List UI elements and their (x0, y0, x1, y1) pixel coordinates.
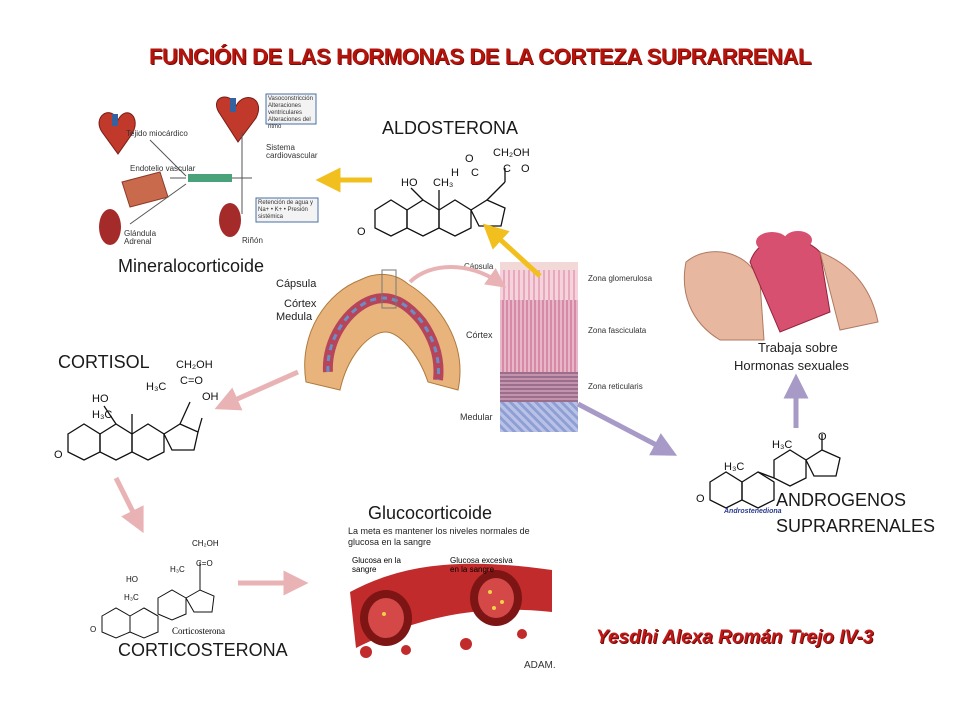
corticosterone-structure: O HO H₃C H₃C CH₂OH C=O (90, 539, 219, 639)
kidney-icon (99, 209, 121, 245)
svg-text:H₃C: H₃C (170, 565, 185, 574)
renal-box-label: Retención de agua y Na+ • K+ • Presión s… (258, 200, 314, 220)
adrenal-histology (500, 262, 578, 432)
arrow-gland-to-cortisol (214, 369, 300, 411)
androgenos-line2: SUPRARRENALES (776, 516, 936, 536)
svg-text:C: C (503, 163, 511, 175)
sistema-label: Sistema cardiovascular (266, 143, 318, 160)
gland-medula-label: Medula (276, 311, 313, 323)
svg-text:H₃C: H₃C (772, 439, 792, 451)
androgenos-line1: ANDROGENOS (776, 490, 907, 510)
effects-box-label: Vasoconstricción Alteraciones ventricula… (268, 96, 313, 130)
svg-text:C: C (471, 167, 479, 179)
cortisol-label: CORTISOL (58, 352, 150, 372)
svg-text:H₃C: H₃C (92, 409, 112, 421)
glucose-excess-label: Glucosa excesiva en la sangre (450, 556, 513, 574)
gland-cortex-label: Córtex (284, 298, 317, 310)
svg-text:OH: OH (202, 391, 219, 403)
svg-text:O: O (818, 431, 827, 443)
svg-text:CH₂OH: CH₂OH (192, 539, 219, 548)
zona-reticularis-label: Zona reticularis (588, 382, 643, 391)
adam-credit: ADAM. (524, 660, 556, 671)
glucose-goal-text: La meta es mantener los niveles normales… (348, 526, 530, 547)
svg-text:H₃C: H₃C (146, 381, 166, 393)
zona-glomerulosa-label: Zona glomerulosa (588, 274, 653, 283)
svg-text:HO: HO (126, 575, 138, 584)
svg-text:O: O (696, 493, 705, 505)
kidney-icon (219, 203, 241, 237)
svg-text:O: O (521, 163, 530, 175)
corticosterona-label: CORTICOSTERONA (118, 640, 288, 660)
corticosterone-caption: Corticosterona (172, 626, 225, 636)
tejido-label: Tejido miocárdico (126, 129, 188, 138)
svg-text:CH₂OH: CH₂OH (176, 359, 213, 371)
mineralocorticoid-panel: Tejido miocárdico Endotelio vascular Glá… (90, 92, 320, 252)
svg-text:HO: HO (401, 177, 418, 189)
histology-medular-label: Medular (460, 412, 493, 422)
cortisol-structure: O HO H₃C H₃C CH₂OH C=O OH (54, 359, 219, 461)
svg-text:CH₃: CH₃ (433, 177, 453, 189)
page-title: FUNCIÓN DE LAS HORMONAS DE LA CORTEZA SU… (149, 44, 811, 69)
heart-icon (98, 112, 136, 155)
svg-text:H₃C: H₃C (724, 461, 744, 473)
svg-text:O: O (357, 226, 366, 238)
author-credit: Yesdhi Alexa Román Trejo IV-3 (596, 627, 874, 648)
histology-capsula-label: Cápsula (464, 262, 494, 271)
sexual-line2: Hormonas sexuales (734, 358, 849, 373)
histology-cortex-label: Córtex (466, 330, 493, 340)
zona-fasciculata-label: Zona fasciculata (588, 326, 647, 335)
sexual-line1: Trabaja sobre (758, 340, 838, 355)
svg-text:HO: HO (92, 393, 109, 405)
adrenal-gland-illustration (304, 269, 461, 391)
reproductive-organs-illustration (683, 231, 879, 341)
svg-text:O: O (90, 625, 96, 634)
svg-text:CH₂OH: CH₂OH (493, 147, 530, 159)
gland-capsula-label: Cápsula (276, 278, 317, 290)
arrow-reticularis-to-androgenos (576, 401, 678, 456)
arrow-cortisol-to-corticosterona (113, 476, 144, 534)
glandula-label: Glándula Adrenal (124, 229, 157, 246)
mineralocorticoid-label: Mineralocorticoide (118, 256, 265, 276)
svg-text:C=O: C=O (196, 559, 213, 568)
androstenedione-structure: O H₃C H₃C O (696, 431, 841, 509)
aldosterona-label: ALDOSTERONA (382, 118, 519, 138)
glucose-normal-label: Glucosa en la sangre (352, 556, 401, 574)
svg-text:C=O: C=O (180, 375, 203, 387)
blood-vessel-illustration (350, 563, 552, 658)
glucocorticoid-label: Glucocorticoide (368, 503, 493, 523)
svg-text:O: O (54, 449, 63, 461)
mineralocorticoid-illustration (98, 93, 319, 245)
androstenedione-caption: Androstenediona (724, 508, 782, 515)
svg-text:O: O (465, 153, 474, 165)
svg-text:H: H (451, 167, 459, 179)
heart-icon (216, 96, 259, 143)
endotelio-label: Endotelio vascular (130, 164, 196, 173)
rinon-label: Riñón (242, 236, 263, 245)
svg-text:H₃C: H₃C (124, 593, 139, 602)
